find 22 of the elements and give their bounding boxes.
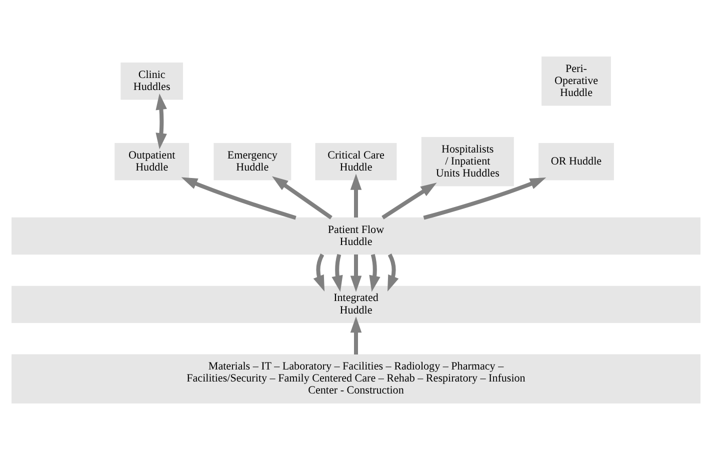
arrow <box>313 253 324 292</box>
arrow <box>388 253 399 292</box>
node-box: Clinic Huddles <box>120 62 184 100</box>
arrow <box>350 254 362 292</box>
node-box: Integrated Huddle <box>12 285 700 323</box>
node-box: Outpatient Huddle <box>114 142 190 180</box>
node-box: Patient Flow Huddle <box>12 216 700 254</box>
arrow <box>369 253 380 292</box>
arrow <box>272 176 332 219</box>
arrow <box>156 93 167 149</box>
node-box: Emergency Huddle <box>214 142 292 180</box>
node-box: OR Huddle <box>538 142 614 180</box>
arrow <box>423 176 546 220</box>
node-box: Critical Care Huddle <box>315 142 397 180</box>
node-box: Peri-Operative Huddle <box>542 56 611 106</box>
arrow <box>350 316 362 354</box>
arrow <box>350 173 362 217</box>
arrow <box>332 253 343 292</box>
node-box: Materials – IT – Laboratory – Facilities – Radiology – Pharmacy – Facilities/Security – Family Centered Care – Rehab – Respiratory – Infusion Center - Construction <box>12 354 700 403</box>
arrow <box>382 182 437 219</box>
node-box: Hospitalists / Inpatient Units Huddles <box>421 136 514 186</box>
arrow <box>181 176 296 220</box>
